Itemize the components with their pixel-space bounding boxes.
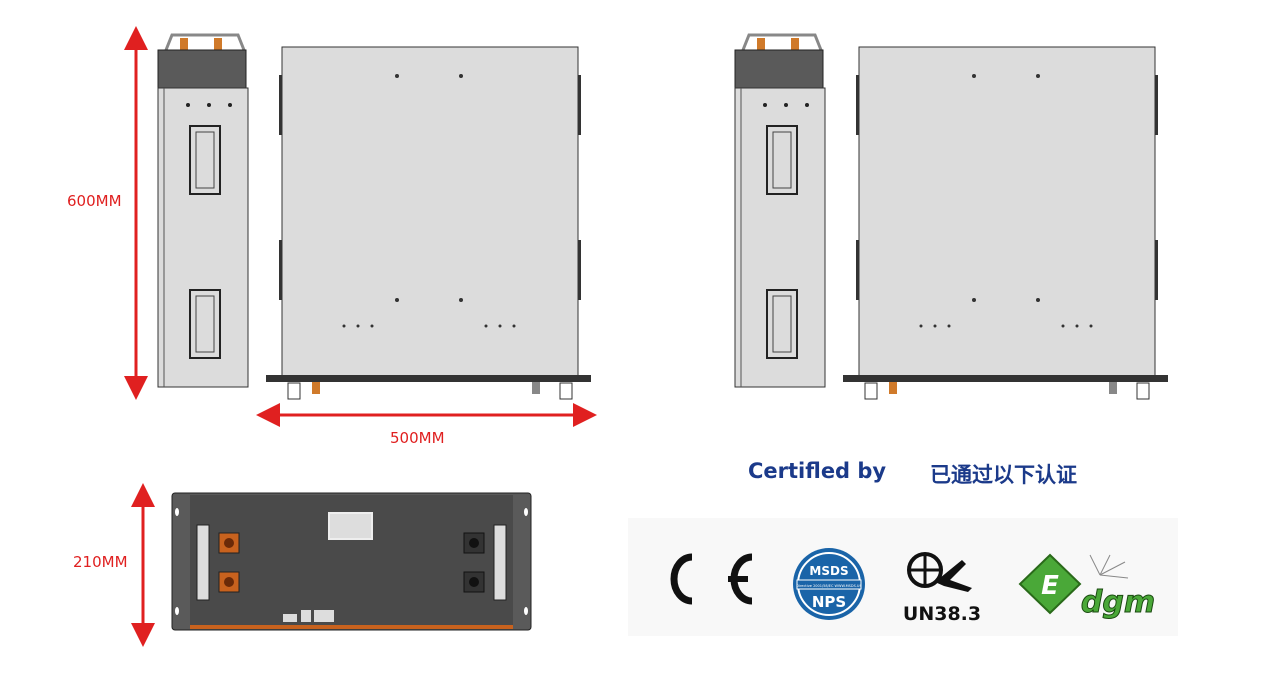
msds-logo: MSDS Directive 2001/58/EC WWW.MSDS.US NP… <box>793 548 865 620</box>
un383-text: UN38.3 <box>903 603 981 625</box>
un383-logo: UN38.3 <box>903 552 981 625</box>
dgm-text: dgm <box>1081 585 1155 620</box>
certified-by-heading: Certifled by <box>748 459 887 483</box>
battery-side-and-front-view-copy <box>733 33 1170 401</box>
height-dimension-label: 600MM <box>67 192 122 210</box>
msds-top-text: MSDS <box>809 564 848 578</box>
svg-text:E: E <box>1041 571 1059 601</box>
depth-dimension-label: 210MM <box>73 553 128 571</box>
ce-logo <box>670 553 753 605</box>
certified-by-heading-chinese: 已通过以下认证 <box>930 463 1077 487</box>
certification-logo-strip <box>628 518 1178 636</box>
battery-side-and-front-view <box>156 33 593 401</box>
msds-bottom-text: NPS <box>812 593 846 611</box>
msds-middle-text: Directive 2001/58/EC WWW.MSDS.US <box>796 584 862 588</box>
width-dimension-label: 500MM <box>390 429 445 447</box>
battery-front-panel <box>171 492 532 631</box>
dgm-logo: E dgm <box>1018 553 1156 621</box>
